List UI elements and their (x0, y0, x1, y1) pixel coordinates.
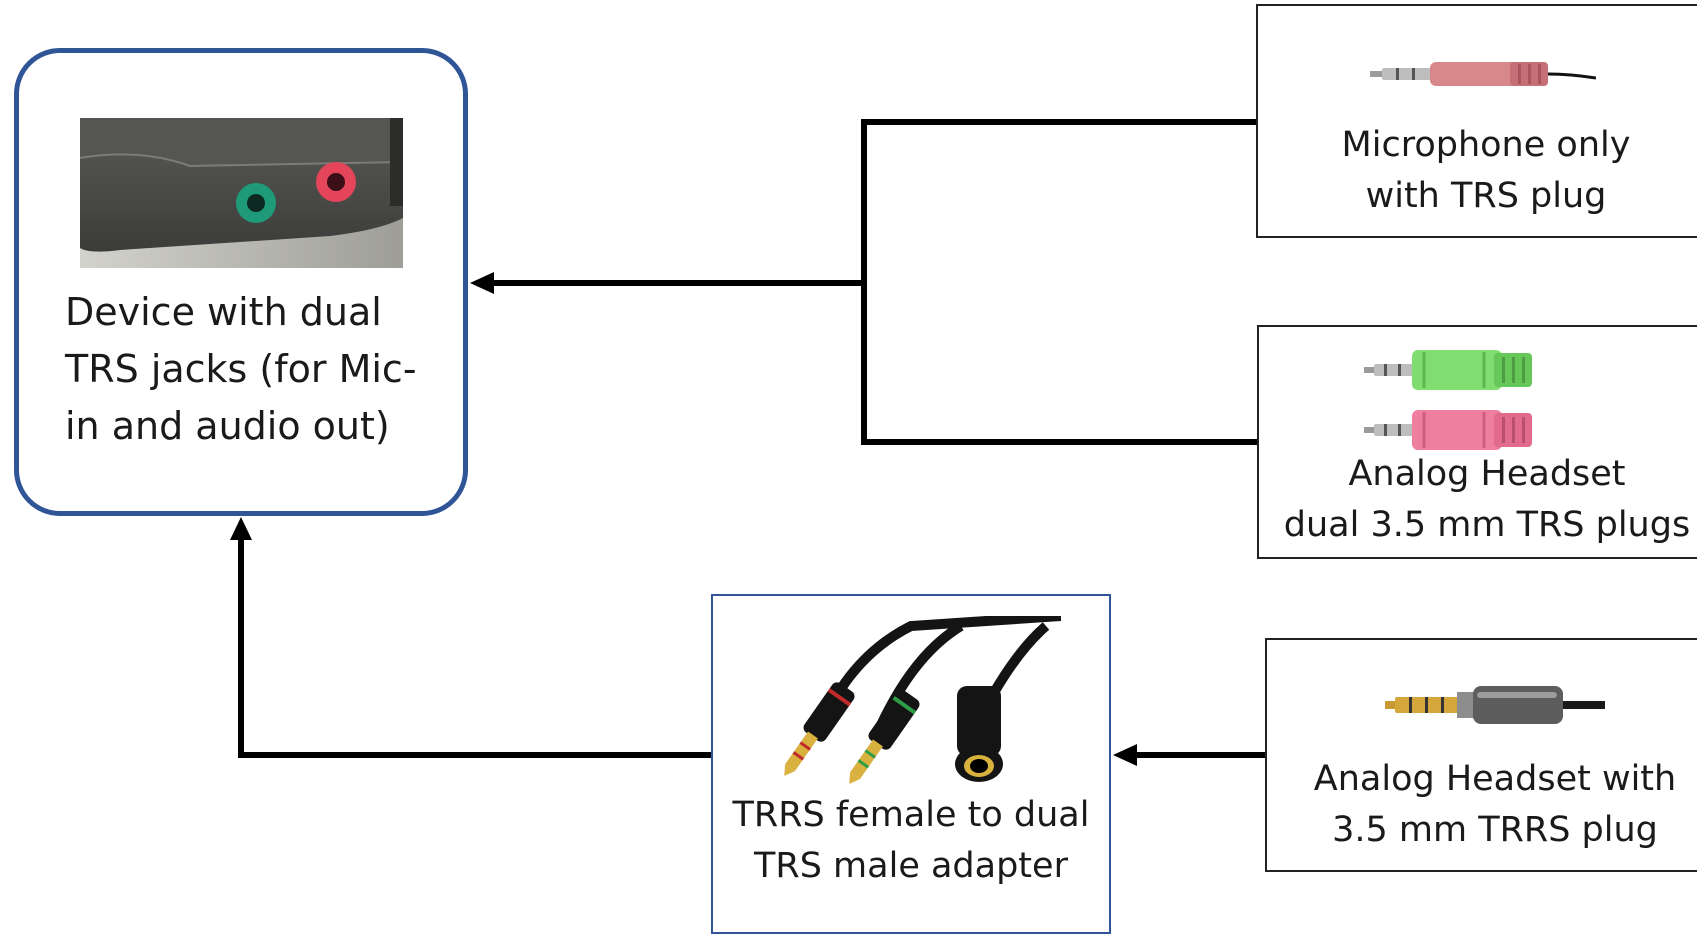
adapter-node: TRRS female to dual TRS male adapter (711, 594, 1111, 934)
trrs-headset-node: Analog Headset with 3.5 mm TRRS plug (1265, 638, 1697, 872)
arrowhead-device-bottom (230, 517, 252, 540)
pink-trs-plug-icon (1364, 410, 1532, 450)
arrowhead-device-right (470, 272, 494, 294)
device-node: Device with dual TRS jacks (for Mic- in … (14, 48, 468, 516)
trrs-to-dual-trs-adapter-icon (784, 616, 1061, 784)
trs-male-plug-right-icon (849, 690, 920, 784)
device-jacks-image (80, 118, 403, 268)
microphone-only-node: Microphone only with TRS plug (1256, 4, 1697, 238)
trrs-plug-icon (1385, 686, 1605, 724)
connector-lines (230, 119, 1265, 766)
dual-trs-plugs-icon (1364, 350, 1532, 450)
trs-male-plug-left-icon (784, 682, 855, 776)
dual-trs-headset-node: Analog Headset dual 3.5 mm TRS plugs (1257, 325, 1697, 559)
trrs-headset-label: Analog Headset with 3.5 mm TRRS plug (1313, 759, 1677, 850)
green-trs-plug-icon (1364, 350, 1532, 390)
arrowhead-adapter-right (1113, 744, 1137, 766)
trrs-female-jack-icon (955, 686, 1003, 782)
device-label: Device with dual TRS jacks (for Mic- in … (65, 290, 417, 448)
adapter-label: TRRS female to dual TRS male adapter (732, 795, 1090, 886)
trs-plug-pink-icon (1370, 62, 1596, 86)
dual-trs-headset-label: Analog Headset dual 3.5 mm TRS plugs (1283, 454, 1691, 545)
connector-adapter-to-device (238, 536, 711, 758)
microphone-only-label: Microphone only with TRS plug (1341, 125, 1631, 216)
